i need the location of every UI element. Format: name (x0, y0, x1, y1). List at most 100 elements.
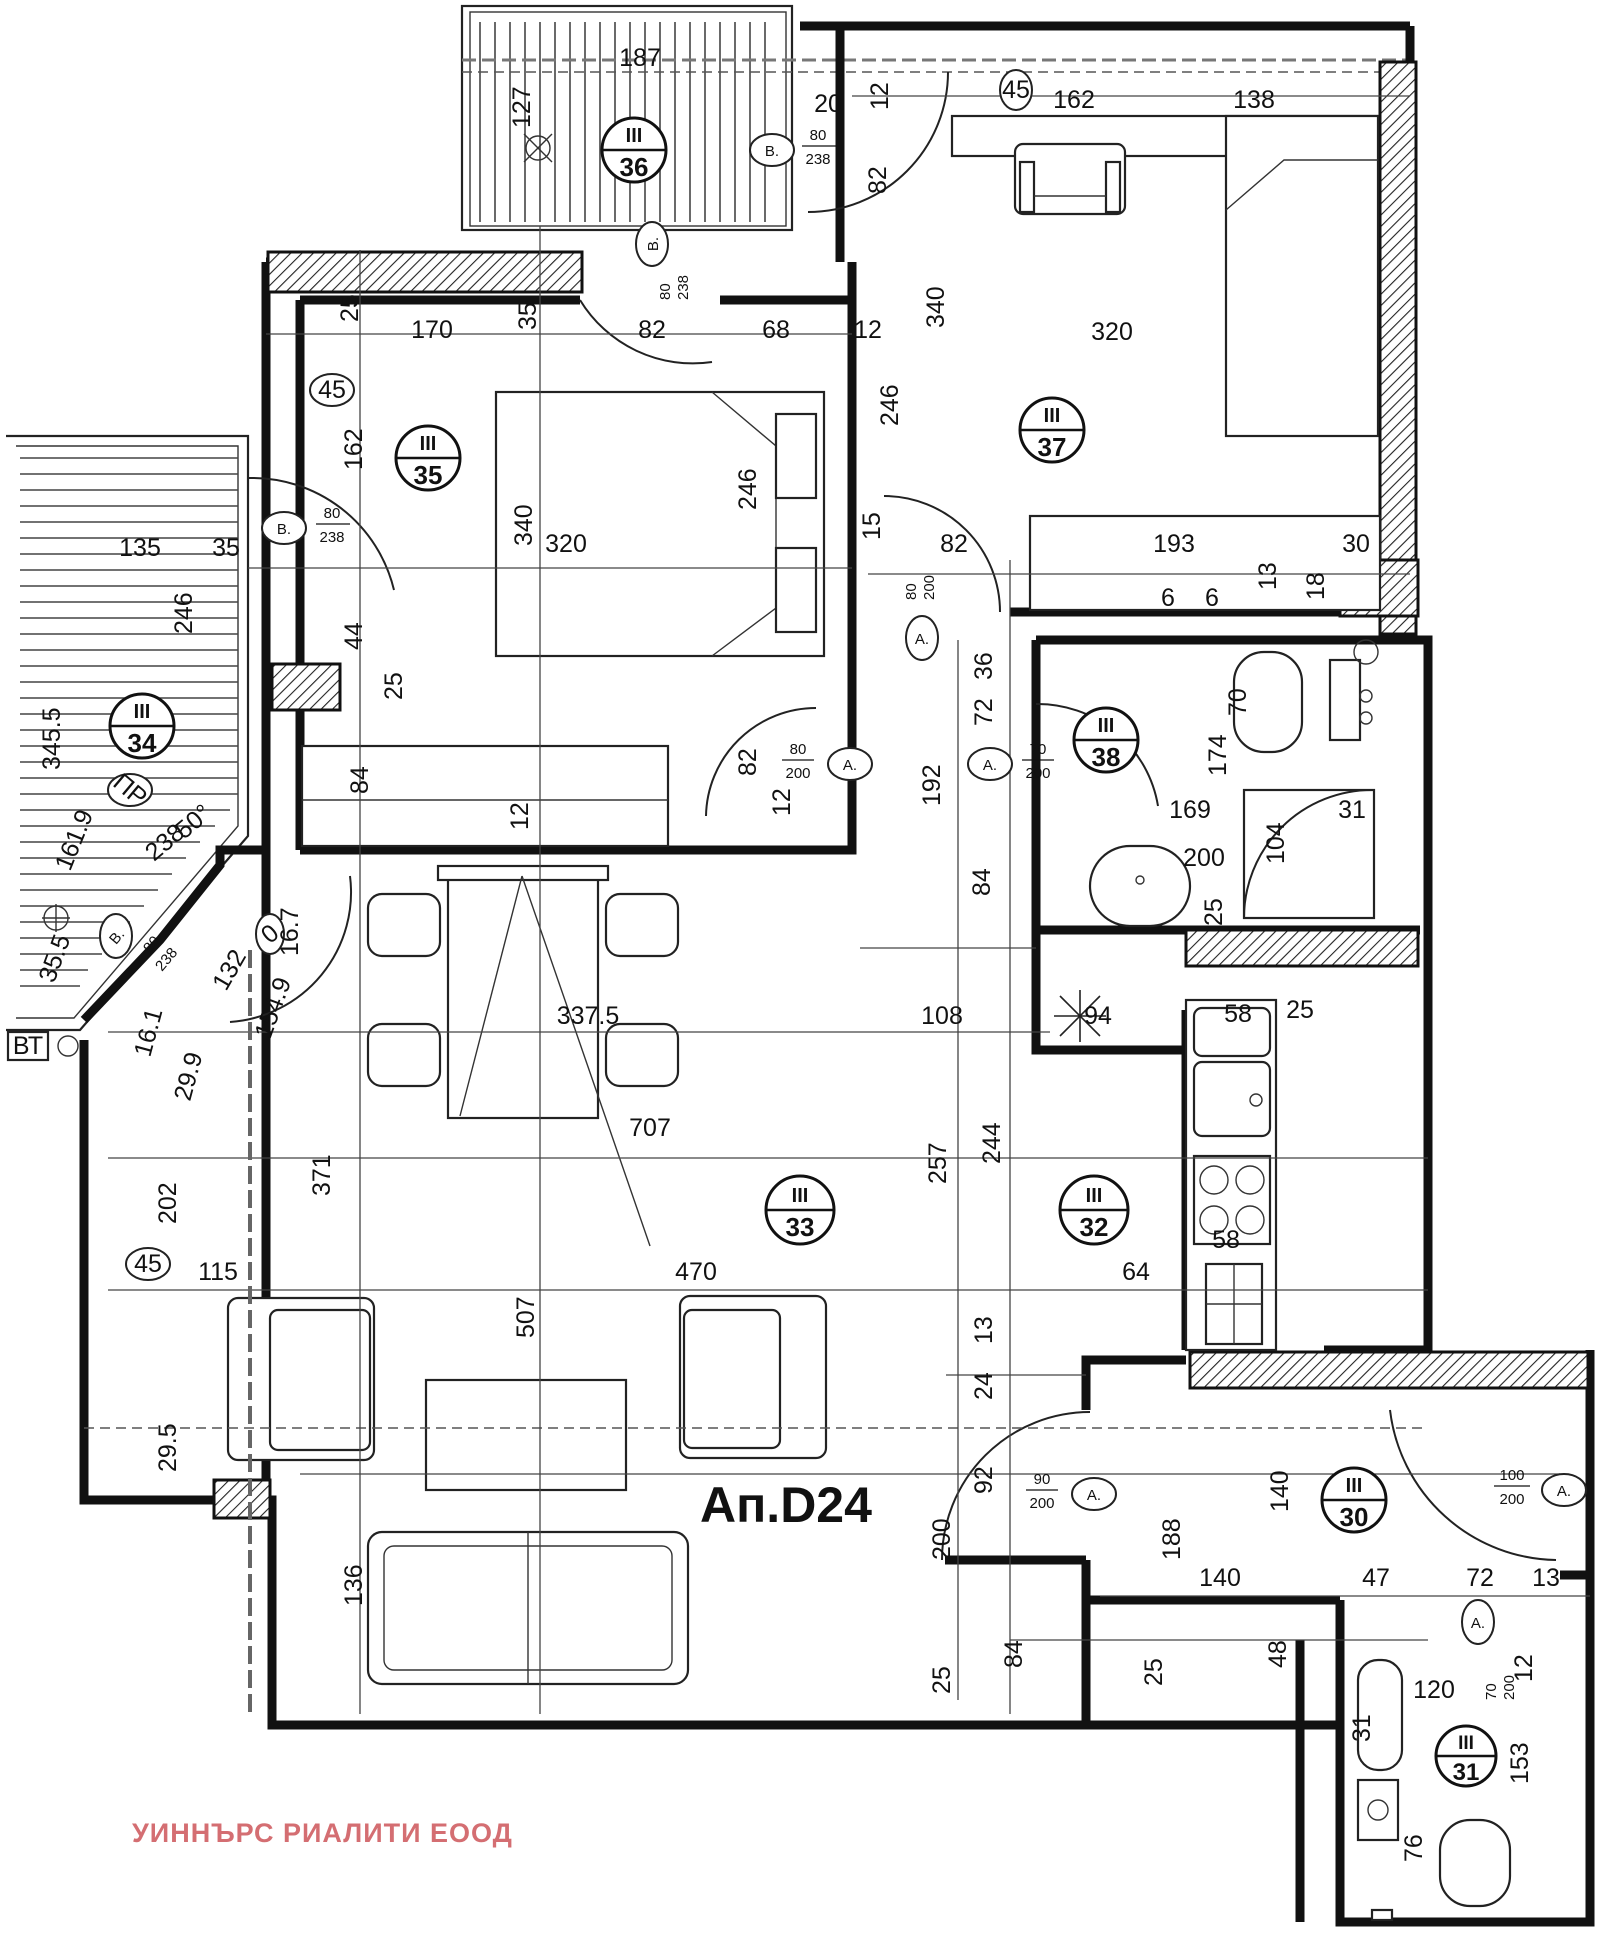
room-number: 38 (1092, 742, 1121, 772)
dim-label: 246 (876, 384, 904, 426)
bedroom-37-furniture (950, 114, 1382, 612)
svg-text:В.: В. (277, 521, 291, 538)
door-tag: В. 80 238 (261, 505, 350, 546)
dim-label: 340 (922, 286, 950, 328)
svg-text:238: 238 (805, 151, 830, 168)
bathroom-38-fixtures (1088, 639, 1379, 928)
svg-text:А.: А. (843, 757, 857, 774)
svg-text:А.: А. (983, 757, 997, 774)
dim-label: 188 (1158, 1518, 1186, 1560)
dim-label: 115 (198, 1258, 238, 1286)
dim-label: 507 (512, 1296, 540, 1338)
dim-label: 36 (970, 652, 998, 680)
room-floor: III (420, 433, 437, 455)
dim-label: 12 (866, 82, 894, 110)
dim-label: 132 (207, 945, 252, 995)
dim-label: 246 (170, 592, 198, 634)
room-tag-33: III 33 (764, 1174, 836, 1246)
dim-label: 35 (212, 534, 240, 562)
room-number: 33 (786, 1212, 815, 1242)
dim-label: 16.7 (276, 907, 304, 956)
dim-label: 72 (970, 698, 998, 726)
dim-label: 35.5 (33, 931, 76, 986)
door-tag: В. 80 238 (749, 127, 838, 168)
dim-label: 162 (1053, 86, 1095, 114)
dim-label: 200 (928, 1518, 956, 1560)
door-tag: А. 70 200 (967, 741, 1054, 782)
dim-label: 135 (119, 534, 161, 562)
door-tag: А. 90 200 (1026, 1471, 1117, 1512)
svg-text:100: 100 (1499, 1467, 1524, 1484)
svg-text:70: 70 (1483, 1683, 1500, 1700)
marker-label: 45 (1002, 76, 1030, 104)
dim-label: 64 (1122, 1258, 1150, 1286)
svg-text:В.: В. (765, 143, 779, 160)
svg-text:200: 200 (1029, 1495, 1054, 1512)
dim-label: 470 (675, 1258, 717, 1286)
dim-label: 320 (1091, 318, 1133, 346)
dim-label: 192 (918, 764, 946, 806)
room-tag-34: III 34 (108, 692, 176, 760)
dim-label: 340 (510, 504, 538, 546)
room-floor: III (792, 1185, 809, 1207)
dim-label: 707 (629, 1114, 671, 1142)
dim-label: 193 (1153, 530, 1195, 558)
dim-label: 25 (1286, 996, 1314, 1024)
room-tag-31: III 31 (1434, 1724, 1498, 1788)
dim-label: 35 (514, 302, 542, 330)
svg-text:90: 90 (1034, 1471, 1051, 1488)
dim-label: 18 (1302, 572, 1330, 600)
dim-label: 6 (1161, 584, 1175, 612)
dining-table (366, 864, 680, 1247)
room-number: 34 (128, 728, 157, 758)
room-floor: III (626, 125, 643, 147)
dim-label: 202 (154, 1182, 182, 1224)
company-name: УИННЪРС РИАЛИТИ ЕООД (132, 1818, 513, 1848)
room-tag-30: III 30 (1320, 1466, 1388, 1534)
dim-label: 31 (1338, 796, 1366, 824)
room-number: 37 (1038, 432, 1067, 462)
dim-label: 25 (928, 1666, 956, 1694)
dim-label: 15 (858, 512, 886, 540)
dim-label: 58 (1212, 1226, 1240, 1254)
dim-label: 244 (978, 1122, 1006, 1164)
dim-label: 169 (1169, 796, 1211, 824)
room-floor: III (1346, 1475, 1363, 1497)
dim-label: 140 (1266, 1470, 1294, 1512)
room-number: 32 (1080, 1212, 1109, 1242)
dim-label: 70 (1224, 688, 1252, 716)
door-tag: А. 100 200 (1494, 1467, 1587, 1508)
dim-label: 104 (1262, 822, 1290, 864)
svg-text:В.: В. (645, 237, 662, 251)
svg-text:80: 80 (324, 505, 341, 522)
svg-text:200: 200 (921, 575, 938, 600)
dim-label: 257 (924, 1142, 952, 1184)
dim-label: 82 (864, 166, 892, 194)
room-number: 35 (414, 460, 443, 490)
bedroom-35-furniture (300, 390, 826, 848)
room-number: 36 (620, 152, 649, 182)
door-tag: В. 80 238 (635, 221, 692, 300)
living-room-furniture (226, 1294, 828, 1686)
dim-label: 29.9 (169, 1049, 209, 1103)
svg-text:А.: А. (1471, 1615, 1485, 1632)
dim-label: 31 (1348, 1714, 1376, 1742)
svg-text:А.: А. (915, 631, 929, 648)
dim-label: 20 (814, 90, 842, 118)
dim-label: 12 (1510, 1654, 1538, 1682)
dim-label: 92 (970, 1466, 998, 1494)
svg-text:70: 70 (1030, 741, 1047, 758)
dim-label: 13 (1532, 1564, 1560, 1592)
dim-label: 25 (1200, 898, 1228, 926)
dim-label: 153 (1506, 1742, 1534, 1784)
dim-label: 25 (336, 294, 364, 322)
svg-text:80: 80 (657, 283, 674, 300)
dimension-labels: 187 127 20 12 82 162 138 340 320 25 170 … (33, 44, 1560, 1862)
door-tag: А. 70 200 (1461, 1599, 1518, 1700)
dim-label: 29.5 (154, 1423, 182, 1472)
dim-label: 161.9 (50, 806, 99, 874)
svg-text:200: 200 (1025, 765, 1050, 782)
dim-label: 140 (1199, 1564, 1241, 1592)
room-floor: III (134, 701, 151, 723)
